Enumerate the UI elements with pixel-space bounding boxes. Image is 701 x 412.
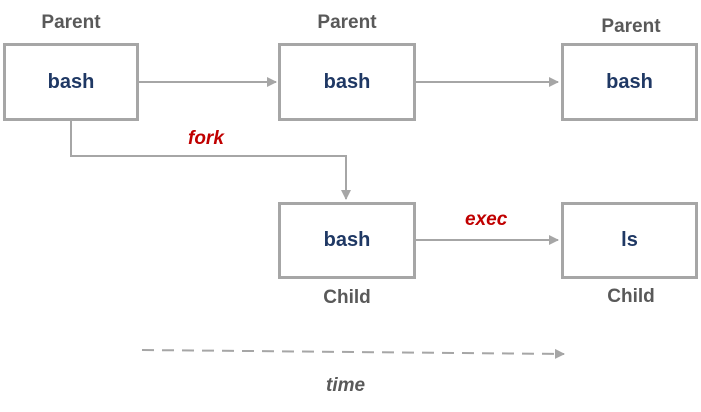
process-name: bash <box>47 70 95 93</box>
fork-label: fork <box>188 128 224 149</box>
process-name: ls <box>621 229 638 251</box>
time-arrow <box>141 348 565 359</box>
child-label-1: Child <box>323 287 371 308</box>
parent-label-1: Parent <box>41 12 101 33</box>
process-name: bash <box>606 70 653 93</box>
parent-label-3: Parent <box>601 16 661 37</box>
process-name: bash <box>323 70 371 93</box>
time-label: time <box>326 375 366 396</box>
fork-arrow <box>70 121 351 200</box>
process-box-child-ls: ls <box>561 202 698 279</box>
child-label-2: Child <box>607 286 655 307</box>
process-box-parent-bash-1: bash <box>3 43 139 121</box>
process-box-parent-bash-3: bash <box>561 43 698 121</box>
parent-label-2: Parent <box>317 12 377 33</box>
process-name: bash <box>323 229 371 251</box>
exec-label: exec <box>465 209 508 230</box>
process-box-child-bash: bash <box>278 202 416 279</box>
process-box-parent-bash-2: bash <box>278 43 416 121</box>
